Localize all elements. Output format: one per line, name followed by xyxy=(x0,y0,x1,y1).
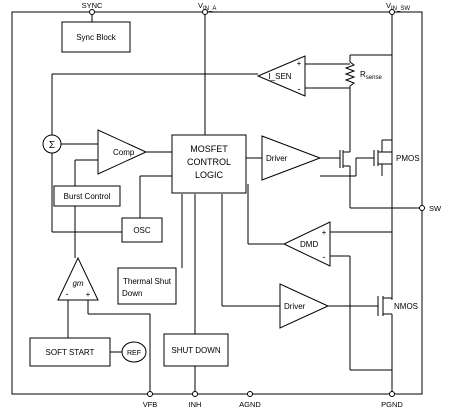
driver-top-label: Driver xyxy=(266,154,288,163)
sum-symbol: Σ xyxy=(49,140,55,151)
pin-vin-a-label: VIN_A xyxy=(198,1,216,12)
pin-inh-dot xyxy=(192,391,198,397)
burst-control-label: Burst Control xyxy=(64,192,111,201)
pin-sync-dot xyxy=(89,9,95,15)
dmd-minus: - xyxy=(323,252,326,262)
pin-pgnd-dot xyxy=(389,391,395,397)
nmos-label: NMOS xyxy=(394,302,418,311)
thermal-label-2: Down xyxy=(122,289,142,298)
rsense-label: Rsense xyxy=(360,70,382,81)
gm-amp xyxy=(57,256,99,301)
gm-label: gm xyxy=(72,279,83,288)
thermal-shutdown-block xyxy=(117,267,177,305)
pin-sync-label: SYNC xyxy=(82,1,103,10)
isen-label: I_SEN xyxy=(268,72,291,81)
soft-start-block xyxy=(29,337,111,367)
gm-minus: - xyxy=(66,289,69,299)
summing-junction xyxy=(42,134,62,154)
comp-label: Comp xyxy=(113,148,135,157)
comp-amp xyxy=(97,129,148,175)
pin-pgnd-label: PGND xyxy=(381,400,403,409)
mosfet-label-2: CONTROL xyxy=(187,157,231,167)
mosfet-label-1: MOSFET xyxy=(190,144,228,154)
isen-amp xyxy=(256,55,306,97)
pmos-label: PMOS xyxy=(396,154,420,163)
gm-plus: + xyxy=(86,290,91,299)
driver-bottom-amp xyxy=(279,283,330,329)
pin-agnd-dot xyxy=(247,391,253,397)
dmd-plus: + xyxy=(322,228,327,237)
mosfet-control-logic-block xyxy=(171,134,247,194)
shutdown-label: SHUT DOWN xyxy=(171,346,220,355)
burst-control-block xyxy=(53,185,121,207)
sync-block-label: Sync Block xyxy=(76,33,117,42)
pin-vfb-dot xyxy=(147,391,153,397)
pin-sw-dot xyxy=(419,205,425,211)
dmd-amp xyxy=(282,221,331,267)
pin-agnd-label: AGND xyxy=(239,400,261,409)
ref-circle xyxy=(121,341,147,363)
osc-block xyxy=(121,217,163,243)
pin-vfb-label: VFB xyxy=(143,400,158,409)
isen-plus: + xyxy=(297,59,302,68)
dmd-label: DMD xyxy=(300,240,318,249)
pin-inh-label: INH xyxy=(189,400,202,409)
osc-label: OSC xyxy=(133,226,151,235)
chip-boundary xyxy=(11,11,423,395)
driver-bottom-label: Driver xyxy=(284,302,306,311)
ref-label: REF xyxy=(127,350,141,357)
thermal-label-1: Thermal Shut xyxy=(123,277,172,286)
pin-sw-label: SW xyxy=(429,204,442,213)
isen-minus: - xyxy=(298,84,301,94)
driver-top-amp xyxy=(261,135,322,181)
soft-start-label: SOFT START xyxy=(46,348,95,357)
rsense-resistor xyxy=(344,61,356,87)
shutdown-block xyxy=(163,333,229,367)
mosfet-label-3: LOGIC xyxy=(195,170,224,180)
pin-vin-sw-label: VIN_SW xyxy=(386,1,410,12)
sync-block xyxy=(61,21,131,53)
